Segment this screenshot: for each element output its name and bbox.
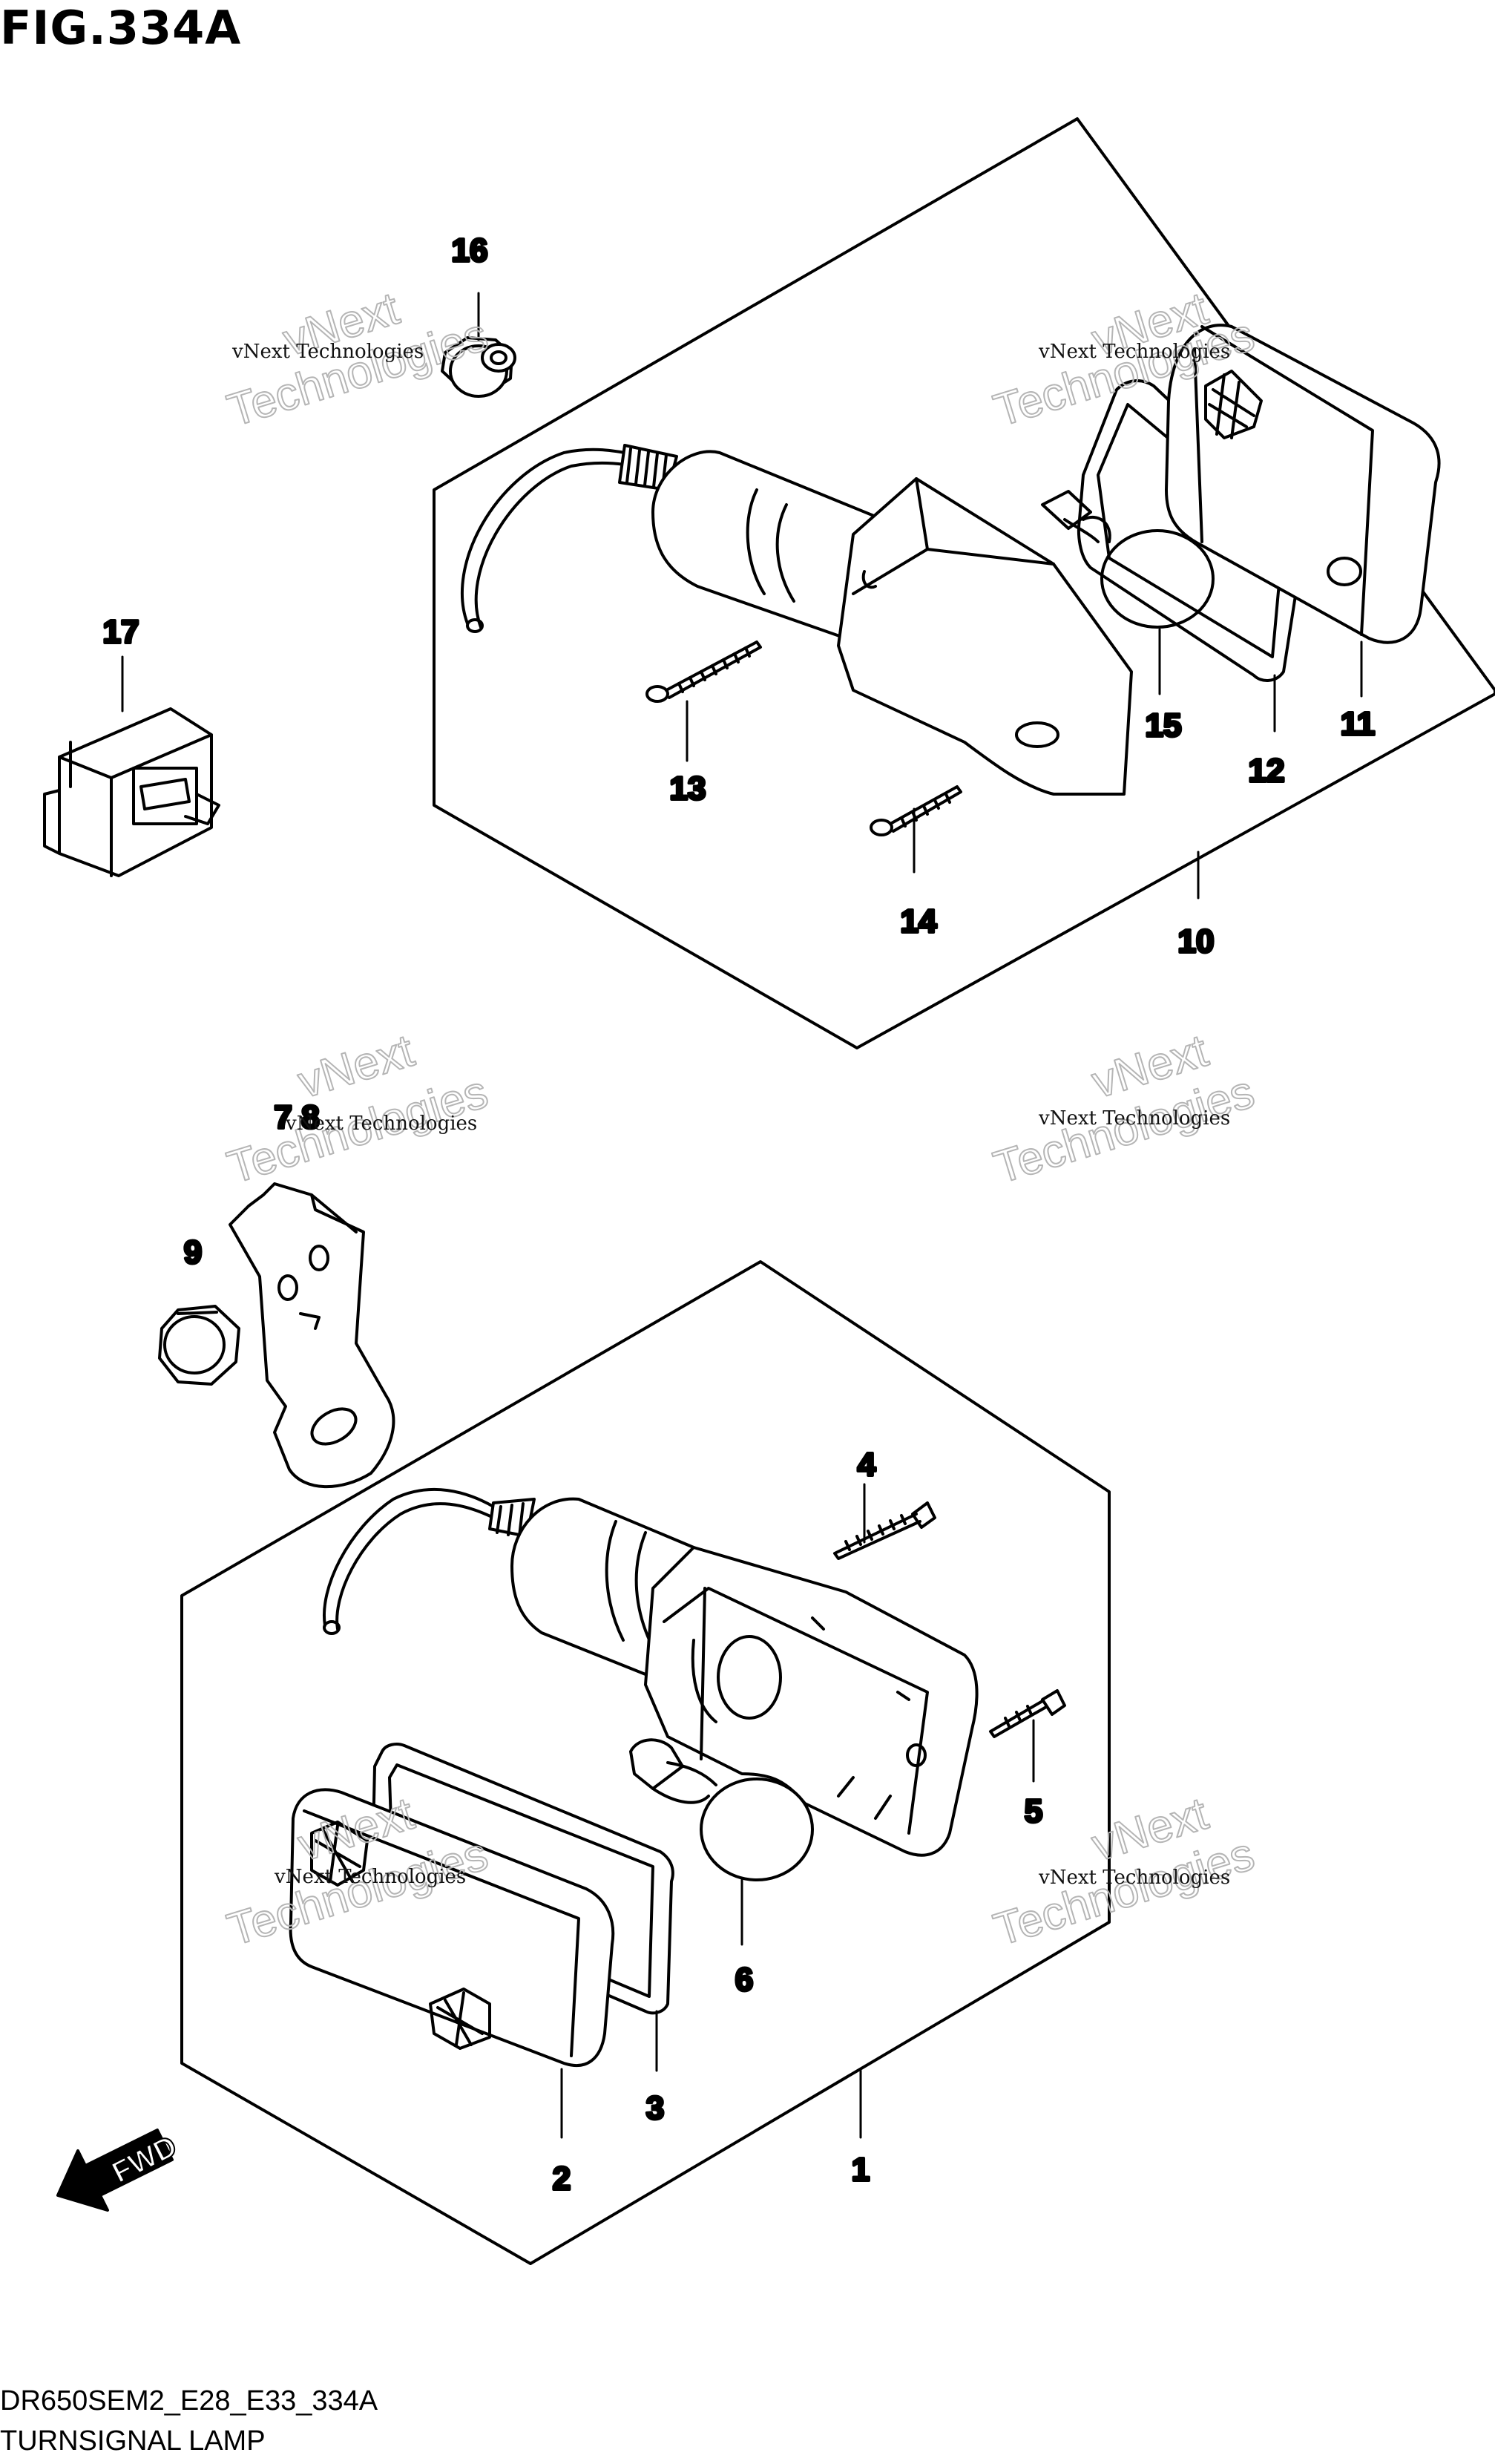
callout-14: 14	[901, 903, 937, 940]
svg-text:vNext Technologies: vNext Technologies	[285, 1113, 477, 1135]
watermark-mid-left: vNext Technologies vNext Technologies	[221, 1024, 494, 1194]
callout-7-8: 7 8	[274, 1099, 319, 1136]
callout-13: 13	[670, 770, 706, 807]
callout-15: 15	[1146, 707, 1182, 744]
assembly-outline-10	[433, 117, 1495, 1049]
bulb-6-icon	[629, 1738, 814, 1881]
callout-1: 1	[852, 2152, 870, 2188]
screw-5-icon	[989, 1689, 1066, 1738]
screw-13-icon	[645, 640, 762, 703]
svg-text:vNext Technologies: vNext Technologies	[1038, 341, 1230, 363]
fwd-arrow-icon	[56, 2129, 174, 2212]
callout-11: 11	[1341, 706, 1376, 742]
leader-lines	[121, 292, 1363, 2139]
nut-9-icon	[158, 1305, 240, 1386]
callout-4: 4	[858, 1446, 876, 1483]
callout-9: 9	[184, 1234, 202, 1271]
turnsignal-housing-lower-icon	[323, 1487, 979, 1857]
callout-5: 5	[1025, 1793, 1042, 1829]
nut-16-icon	[441, 336, 516, 398]
connector-17-icon	[43, 707, 220, 877]
turnsignal-housing-upper-icon	[460, 444, 1133, 796]
callout-10: 10	[1178, 923, 1215, 960]
figure-title: FIG.334A	[0, 1, 242, 55]
lens-11-icon	[1165, 324, 1441, 644]
callout-16: 16	[452, 232, 488, 269]
svg-text:vNext Technologies: vNext Technologies	[274, 1866, 466, 1888]
callout-6: 6	[735, 1962, 753, 1998]
callout-12: 12	[1249, 753, 1285, 789]
assembly-outline-1	[180, 1260, 1111, 2265]
screw-4-icon	[833, 1501, 936, 1560]
callout-3: 3	[646, 2090, 664, 2126]
gasket-12-icon	[1077, 379, 1306, 682]
callout-2: 2	[553, 2160, 571, 2197]
lens-2-icon	[289, 1788, 615, 2068]
model-code: DR650SEM2_E28_E33_334A	[0, 2385, 378, 2417]
section-name: TURNSIGNAL LAMP	[0, 2425, 266, 2457]
svg-text:vNext Technologies: vNext Technologies	[231, 341, 424, 363]
watermark-mid-right: vNext Technologies vNext Technologies	[988, 1024, 1261, 1194]
bracket-7-8-icon	[229, 1182, 395, 1489]
svg-text:vNext Technologies: vNext Technologies	[1038, 1867, 1230, 1889]
svg-text:vNext Technologies: vNext Technologies	[1038, 1107, 1230, 1130]
callout-17: 17	[103, 614, 139, 650]
screw-14-icon	[870, 785, 962, 836]
watermark-top-left: vNext Technologies vNext Technologies	[221, 282, 494, 437]
